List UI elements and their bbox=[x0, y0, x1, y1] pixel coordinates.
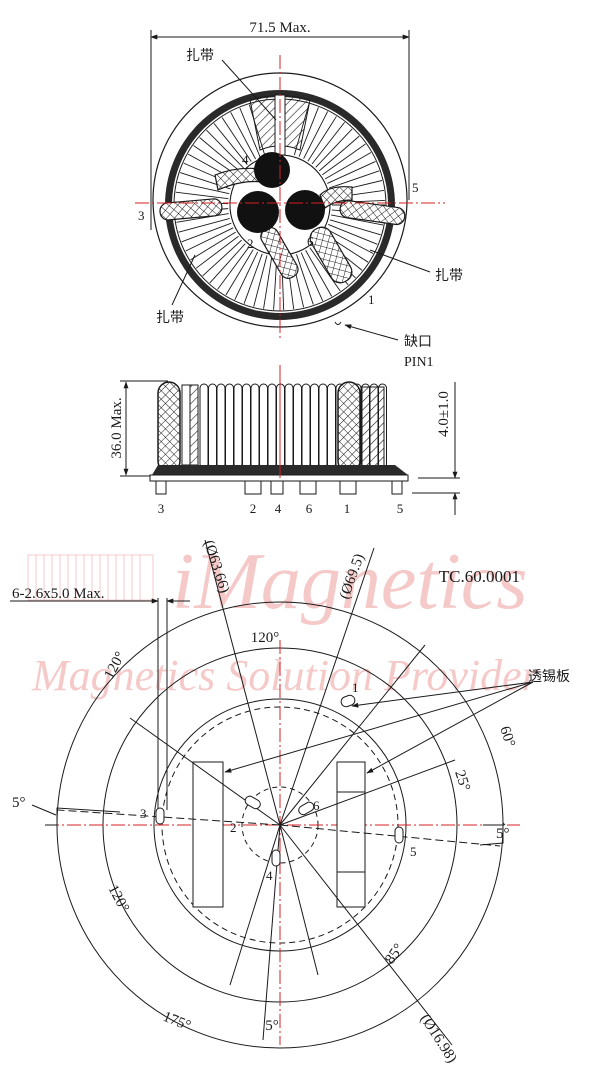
top-pin-5: 5 bbox=[412, 180, 419, 195]
angle-right-inner: 25° bbox=[451, 768, 473, 793]
watermark-brand: iMagnetics bbox=[172, 538, 527, 626]
height-dimension: 36.0 Max. bbox=[109, 397, 125, 458]
side-pin-label: 4 bbox=[275, 501, 282, 516]
diameter-16-98: (Ø16.98) bbox=[417, 1011, 460, 1065]
side-view: 36.0 Max. 4.0±1.0 3 2 4 bbox=[109, 365, 460, 516]
pcb-pin-6: 6 bbox=[313, 798, 320, 813]
watermark-tagline: Magnetics Solution Provider bbox=[31, 651, 540, 700]
angle-bottom-right: 85° bbox=[382, 941, 407, 967]
watermark: iMagnetics Magnetics Solution Provider bbox=[27, 538, 540, 700]
angle-bottom-center: 5° bbox=[265, 1018, 279, 1034]
tie-label-top: 扎带 bbox=[186, 48, 214, 64]
slot-dimension: 6-2.6x5.0 Max. bbox=[12, 586, 105, 602]
angle-bottom-outer: 175° bbox=[161, 1009, 193, 1035]
angle-right-tab: 5° bbox=[496, 826, 510, 842]
pcb-pin-2: 2 bbox=[230, 820, 237, 835]
notch-label: 缺口 bbox=[404, 334, 432, 350]
pin1-label: PIN1 bbox=[404, 355, 434, 370]
side-pin-label: 1 bbox=[344, 501, 351, 516]
pcb-pin-3: 3 bbox=[140, 806, 147, 821]
solder-plate-label: 透锡板 bbox=[528, 669, 570, 685]
bottom-view bbox=[10, 539, 534, 1049]
top-pin-2: 2 bbox=[247, 236, 254, 251]
pcb-pin-4: 4 bbox=[266, 868, 273, 883]
part-number: TC.60.0001 bbox=[439, 567, 520, 586]
angle-top: 120° bbox=[251, 630, 280, 646]
tie-label-left: 扎带 bbox=[156, 310, 184, 326]
top-pin-1: 1 bbox=[368, 292, 375, 307]
pcb-pin-1: 1 bbox=[352, 680, 359, 695]
pcb-slots bbox=[155, 694, 404, 867]
pin-length-dimension: 4.0±1.0 bbox=[436, 391, 452, 437]
side-pin-label: 6 bbox=[306, 501, 313, 516]
angle-right-outer: 60° bbox=[496, 724, 518, 749]
top-pin-4: 4 bbox=[242, 152, 249, 167]
angle-left-lower: 120° bbox=[104, 882, 132, 915]
side-pin-label: 5 bbox=[397, 501, 404, 516]
angle-left-tab: 5° bbox=[12, 795, 26, 811]
top-view: 71.5 Max. bbox=[135, 20, 463, 370]
wire-ends bbox=[237, 152, 325, 233]
side-pin-label: 2 bbox=[250, 501, 257, 516]
tie-label-right: 扎带 bbox=[435, 268, 463, 284]
top-pin-3: 3 bbox=[138, 208, 145, 223]
side-pin-label: 3 bbox=[158, 501, 165, 516]
pcb-pin-5: 5 bbox=[410, 844, 417, 859]
side-pins bbox=[155, 480, 403, 495]
top-pin-6: 6 bbox=[307, 234, 314, 249]
width-dimension: 71.5 Max. bbox=[249, 20, 310, 36]
watermark-logo-bars bbox=[27, 554, 154, 601]
